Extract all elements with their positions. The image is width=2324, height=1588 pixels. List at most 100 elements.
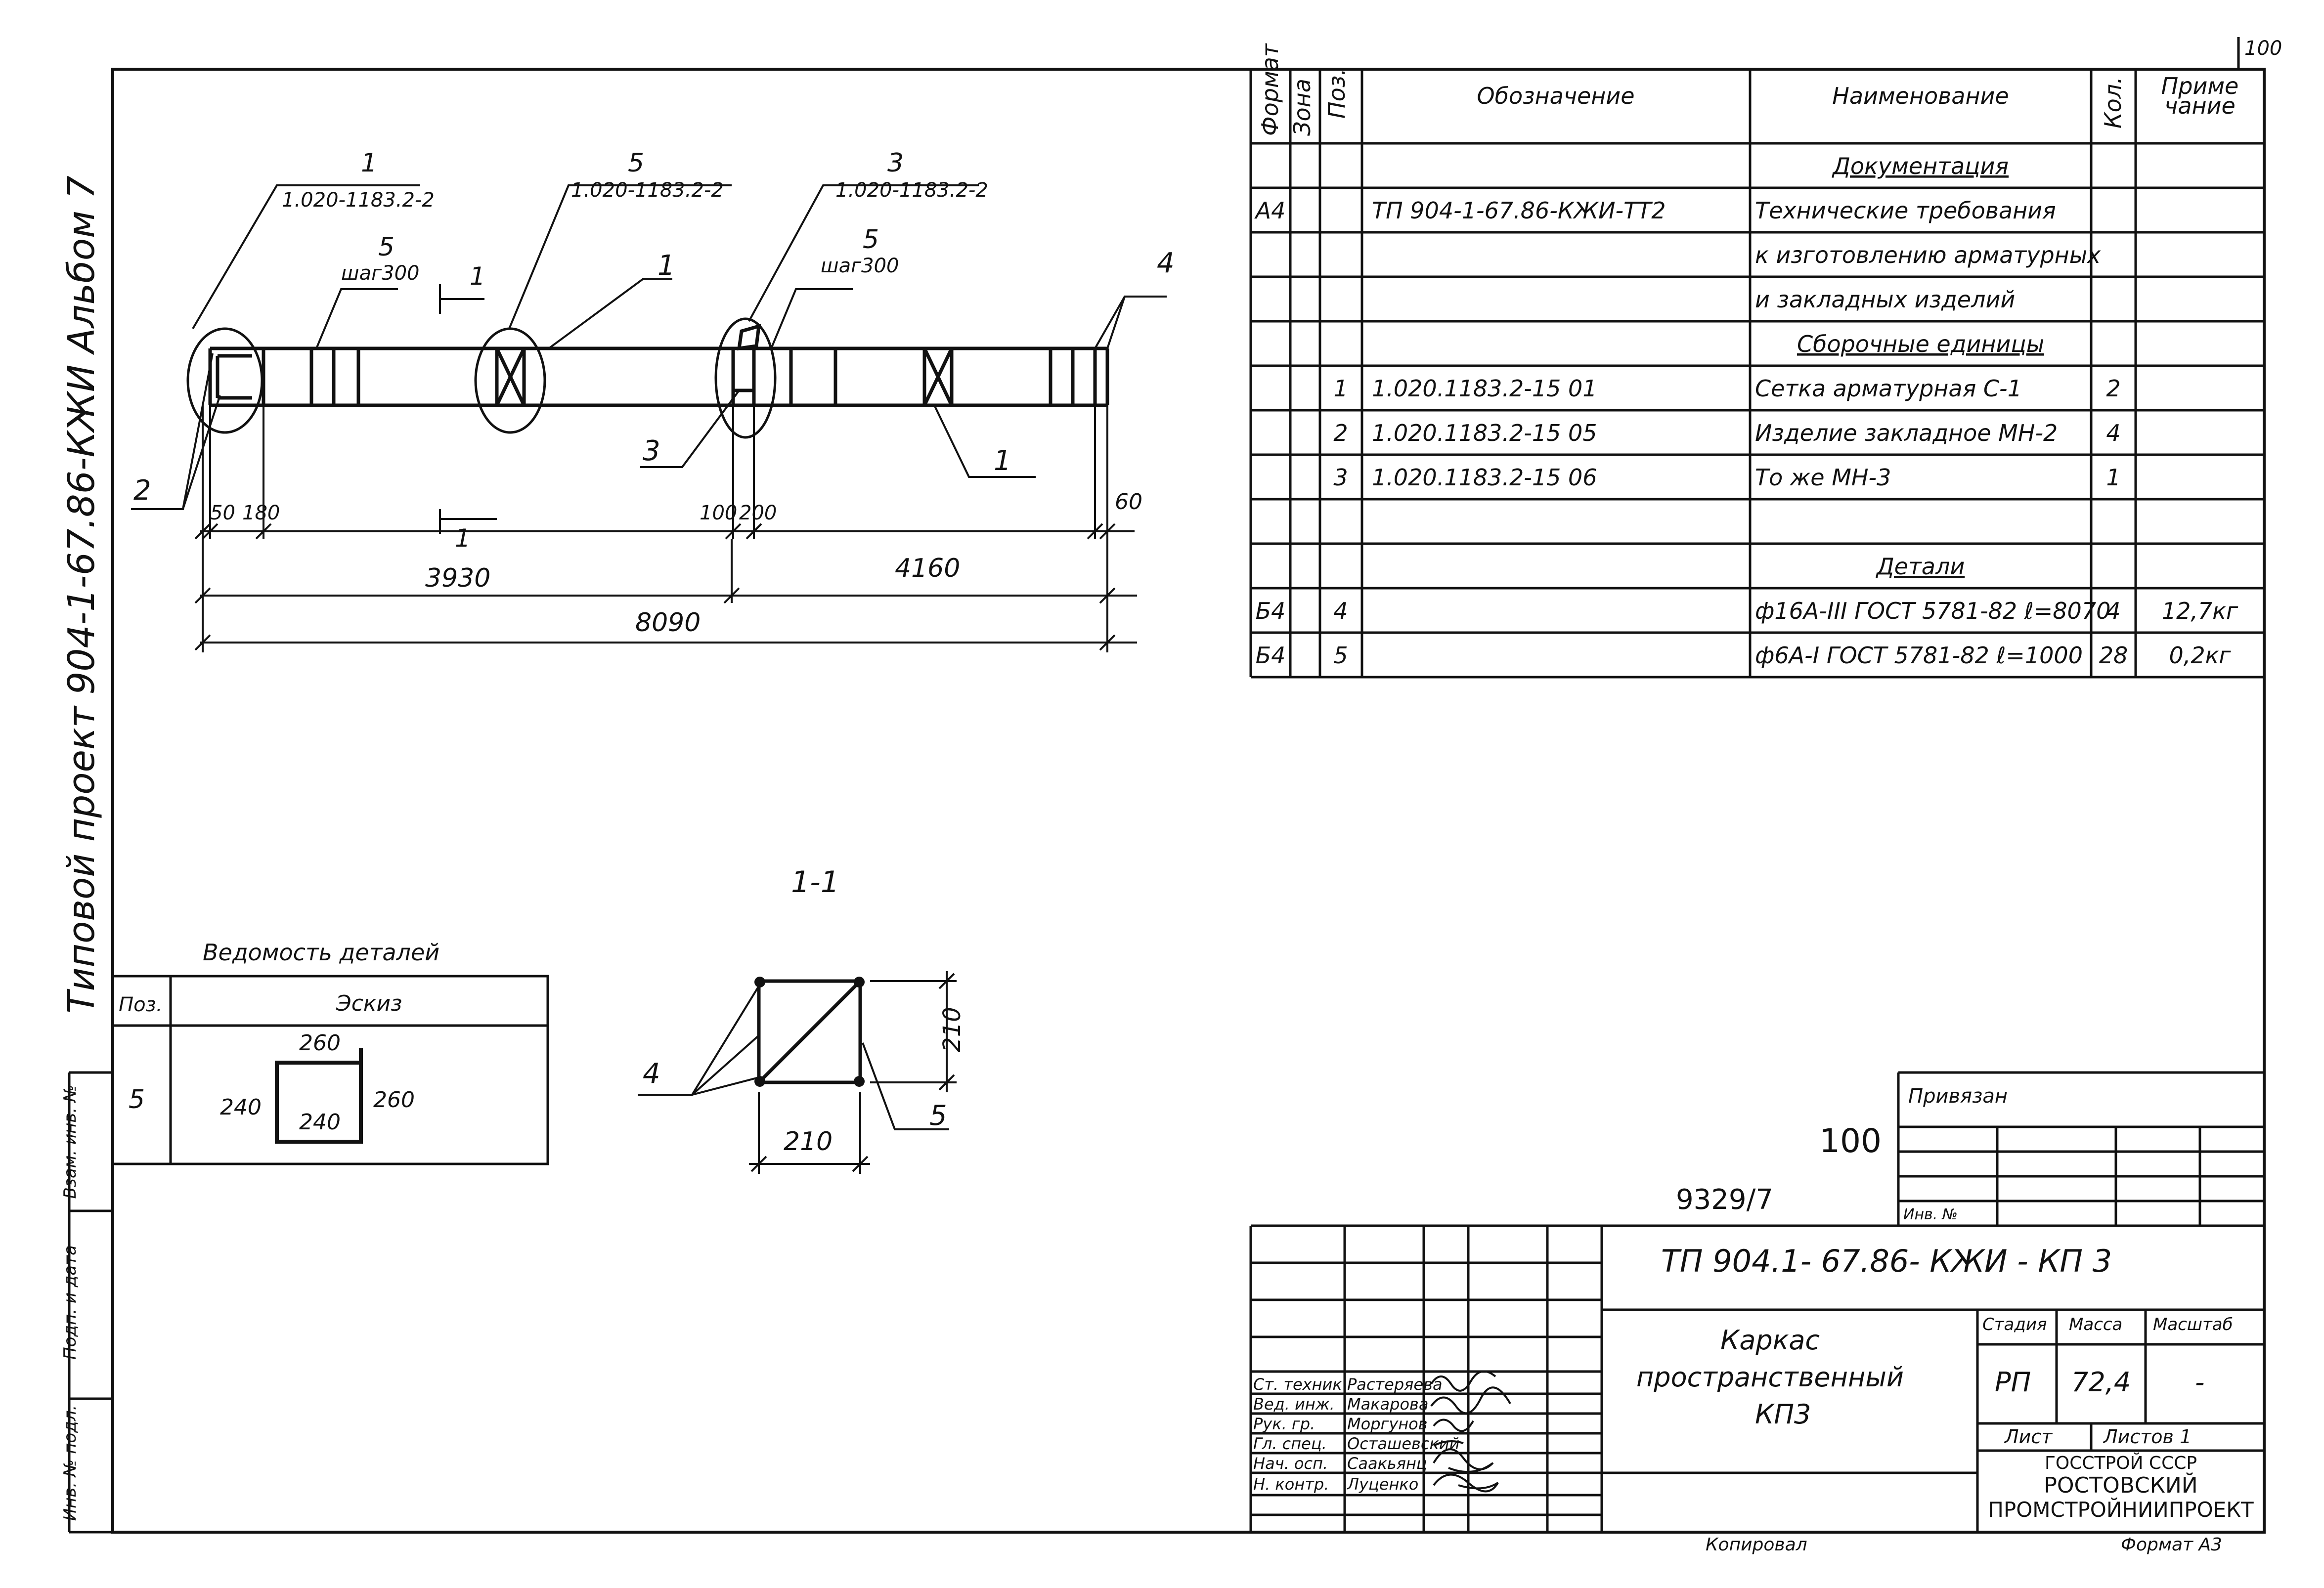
left-stamp-date: Подп. и дата [60, 1245, 80, 1360]
signatures [1430, 1370, 1511, 1493]
dim-180: 180 [242, 502, 280, 524]
step-label-1-text: шаг300 [341, 262, 420, 285]
stirrup-sketch [275, 1048, 363, 1144]
staff-role: Ст. техник [1253, 1375, 1342, 1394]
drawing-frame [111, 68, 2266, 1534]
staff-name: Луценко [1347, 1475, 1419, 1494]
step-label-1-num: 5 [378, 232, 395, 262]
details-header-sketch: Эскиз [336, 991, 402, 1016]
section-mark-top: 1 [470, 262, 485, 291]
dim-200: 200 [739, 502, 777, 524]
bom-row-qty: 4 [2106, 598, 2120, 624]
details-dim-right: 260 [373, 1087, 415, 1113]
dim-8090: 8090 [635, 608, 701, 638]
org-line-3: ПРОМСТРОЙНИИПРОЕКТ [1988, 1498, 2254, 1522]
bom-row-format: Б4 [1256, 598, 1286, 624]
callout-5-ref: 1.020-1183.2-2 [571, 179, 724, 202]
bom-row-designation: 1.020.1183.2-15 01 [1372, 375, 1597, 402]
org-line-1: ГОССТРОЙ СССР [2044, 1453, 2197, 1473]
details-dim-left: 240 [220, 1095, 262, 1120]
bom-row-format: А4 [1254, 197, 1286, 224]
bom-header-pos: Поз. [1323, 68, 1350, 119]
staff-role: Н. контр. [1253, 1475, 1329, 1494]
title-block [1249, 1071, 2264, 1532]
bom-row-pos: 3 [1333, 464, 1348, 491]
staff-role: Вед. инж. [1253, 1395, 1335, 1414]
section-1-1 [757, 979, 862, 1084]
section-title: 1-1 [791, 865, 839, 900]
section-mark-bottom: 1 [455, 524, 471, 553]
bom-row-name: ф16А-III ГОСТ 5781-82 ℓ=8070 [1755, 598, 2110, 624]
bom-header-qty: Кол. [2100, 77, 2126, 129]
position-label-1: 1 [658, 250, 675, 282]
callout-1-num: 1 [361, 148, 378, 178]
stage-header: Стадия [1982, 1315, 2047, 1334]
section-dim-vertical: 210 [938, 1007, 966, 1052]
staff-name: Макарова [1347, 1395, 1429, 1414]
details-table [111, 975, 549, 1165]
inv-no-label: Инв. № [1903, 1206, 1958, 1223]
dim-100: 100 [700, 502, 738, 524]
details-header-pos: Поз. [119, 993, 163, 1016]
bom-row-name: к изготовлению арматурных [1755, 242, 2101, 268]
dim-60: 60 [1115, 489, 1142, 515]
position-label-3: 3 [643, 435, 660, 467]
bom-row-qty: 1 [2106, 464, 2120, 491]
bom-header-note: Приме [2161, 73, 2239, 99]
dim-4160: 4160 [895, 554, 961, 583]
step-label-2-num: 5 [863, 225, 879, 255]
bom-header-format: Формат [1257, 43, 1283, 136]
mass-header: Масса [2069, 1315, 2123, 1334]
section-1-1-leaders [638, 971, 957, 1174]
bom-header-zone: Зона [1289, 79, 1315, 136]
left-stamp-inv: Инв. № подл. [60, 1405, 80, 1521]
callout-3-num: 3 [887, 148, 904, 178]
bom-row-designation: 1.020.1183.2-15 05 [1372, 420, 1597, 446]
bom-row-pos: 1 [1333, 375, 1348, 402]
format-label: Формат А3 [2121, 1535, 2223, 1555]
details-pos-5: 5 [129, 1085, 145, 1115]
bom-header-designation: Обозначение [1477, 83, 1634, 109]
bottom-sheet-label: 100 [1819, 1122, 1882, 1160]
bom-row-name: Технические требования [1755, 197, 2056, 224]
drawing-title-3: КП3 [1755, 1399, 1811, 1430]
bom-row-name: Детали [1876, 553, 1965, 580]
org-line-2: РОСТОВСКИЙ [2044, 1473, 2198, 1498]
bom-header-name: Наименование [1832, 83, 2009, 109]
section-label-5: 5 [929, 1100, 947, 1132]
bom-row-name: Сетка арматурная С-1 [1755, 375, 2022, 402]
left-stamp-replace: Взам. инв. № [60, 1084, 80, 1199]
drawing-title-1: Каркас [1720, 1325, 1820, 1356]
callout-1-ref: 1.020-1183.2-2 [282, 189, 435, 212]
scale-header: Масштаб [2153, 1315, 2233, 1334]
copy-number: 9329/7 [1676, 1184, 1774, 1216]
scale-value: - [2195, 1367, 2205, 1398]
details-dim-top: 260 [299, 1030, 341, 1056]
stage-value: РП [1995, 1367, 2031, 1398]
mass-value: 72,4 [2071, 1367, 2131, 1398]
staff-name: Саакьянц [1347, 1454, 1427, 1473]
dimension-lines [194, 405, 1137, 652]
bom-row-note: 12,7кг [2162, 598, 2238, 624]
bom-row-pos: 5 [1333, 642, 1348, 669]
dim-50: 50 [210, 502, 235, 524]
position-label-1b: 1 [994, 445, 1011, 477]
step-label-2-text: шаг300 [821, 255, 899, 277]
bom-row-name: ф6А-I ГОСТ 5781-82 ℓ=1000 [1755, 642, 2083, 669]
callout-3-ref: 1.020-1183.2-2 [835, 179, 988, 202]
staff-role: Гл. спец. [1253, 1434, 1327, 1453]
bom-row-name: Изделие закладное МН-2 [1755, 420, 2058, 446]
callout-5-num: 5 [628, 148, 645, 178]
copied-label: Копировал [1706, 1535, 1807, 1555]
sheets-label: Листов 1 [2104, 1426, 2192, 1448]
bom-row-name: Документация [1832, 153, 2009, 179]
staff-name: Моргунов [1347, 1415, 1428, 1433]
position-label-4: 4 [1157, 247, 1175, 279]
position-label-2: 2 [133, 474, 151, 507]
section-label-4: 4 [643, 1058, 660, 1090]
bom-grid [1249, 69, 2266, 679]
drawing-title-2: пространственный [1636, 1362, 1904, 1393]
bom-row-designation: ТП 904-1-67.86-КЖИ-ТТ2 [1372, 197, 1666, 224]
